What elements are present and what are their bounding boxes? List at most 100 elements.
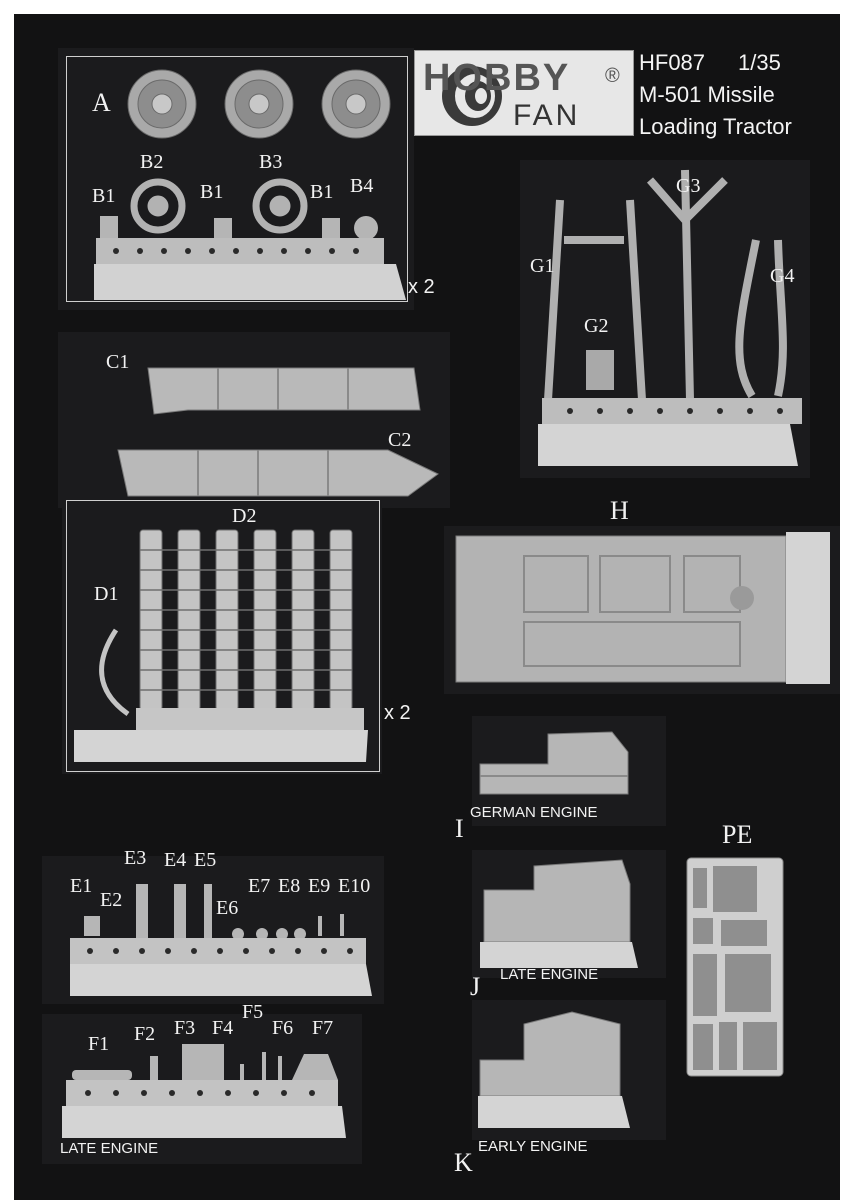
label-g4: G4 xyxy=(770,265,795,287)
part-g4-rail xyxy=(735,239,787,399)
track-links xyxy=(139,529,353,711)
caption-german-engine: GERMAN ENGINE xyxy=(470,804,598,821)
logo: HOBBY ® FAN xyxy=(414,50,634,136)
sprue-f-base xyxy=(62,1106,346,1138)
sprocket-b3 xyxy=(252,178,308,234)
part-b4 xyxy=(354,216,378,240)
label-e7: E7 xyxy=(248,875,271,897)
sprue-d-drawing xyxy=(74,529,368,762)
part-g1-frame xyxy=(544,199,646,401)
sprue-ab-drawing xyxy=(94,69,406,300)
f-parts xyxy=(72,1044,338,1080)
label-a: A xyxy=(92,88,111,117)
sprue-bar xyxy=(96,238,384,264)
label-d1: D1 xyxy=(94,583,119,605)
track-link-segments xyxy=(140,549,352,691)
label-b1-mid: B1 xyxy=(200,181,224,203)
pe-grilles xyxy=(693,866,777,1070)
label-e6: E6 xyxy=(216,897,239,919)
label-e4: E4 xyxy=(164,849,187,871)
sprue-e-drawing xyxy=(70,884,372,996)
label-pe: PE xyxy=(722,820,753,849)
multiplier-ab-text: x 2 xyxy=(408,276,435,298)
label-b1-right: B1 xyxy=(310,181,334,203)
kit-code: HF087 xyxy=(639,50,706,75)
label-f6: F6 xyxy=(272,1017,294,1039)
label-h: H xyxy=(610,496,629,525)
label-e8: E8 xyxy=(278,875,301,897)
logo-word-hobby: HOBBY xyxy=(423,57,571,99)
sprue-e-base xyxy=(70,964,372,996)
label-e2: E2 xyxy=(100,889,123,911)
instruction-sheet: HOBBY ® FAN HF087 1/35 M-501 Missile Loa… xyxy=(14,14,840,1200)
label-f3: F3 xyxy=(174,1017,196,1039)
sprue-f-drawing xyxy=(62,1044,346,1138)
hull-plate xyxy=(455,535,787,683)
label-c1: C1 xyxy=(106,351,130,373)
label-e1: E1 xyxy=(70,875,93,897)
part-b1-left xyxy=(100,216,118,238)
pe-fret-drawing xyxy=(686,857,784,1077)
caption-late-engine-j: LATE ENGINE xyxy=(500,966,599,983)
label-g2: G2 xyxy=(584,315,609,337)
sprue-d-base xyxy=(74,730,368,762)
engine-deck-late xyxy=(483,859,631,943)
label-e5: E5 xyxy=(194,849,217,871)
sprue-c-drawing xyxy=(117,367,439,497)
engine-deck-german xyxy=(479,731,629,795)
caption-early-engine: EARLY ENGINE xyxy=(478,1138,588,1155)
label-i: I xyxy=(455,814,464,843)
road-wheel-a3 xyxy=(321,69,391,139)
label-f7: F7 xyxy=(312,1017,334,1039)
hull-sprue-end xyxy=(786,532,830,684)
part-c2 xyxy=(117,449,439,497)
engine-deck-early-base xyxy=(478,1096,630,1128)
kit-title-line1: M-501 Missile xyxy=(639,82,775,107)
label-j: J xyxy=(470,972,481,1001)
part-j-drawing xyxy=(480,859,638,968)
label-f5: F5 xyxy=(242,1001,264,1023)
label-b3: B3 xyxy=(259,151,283,173)
label-f4: F4 xyxy=(212,1017,234,1039)
label-f1: F1 xyxy=(88,1033,110,1055)
part-c1 xyxy=(147,367,421,415)
label-f2: F2 xyxy=(134,1023,156,1045)
multiplier-d: x 2 xyxy=(384,694,411,726)
part-i-drawing xyxy=(479,731,629,795)
label-b4: B4 xyxy=(350,175,374,197)
kit-title-line2: Loading Tractor xyxy=(639,114,792,139)
caption-late-engine-f: LATE ENGINE xyxy=(60,1140,159,1157)
kit-scale: 1/35 xyxy=(738,50,781,75)
part-g2 xyxy=(586,350,614,390)
hull-hatch xyxy=(730,586,754,610)
label-g3: G3 xyxy=(676,175,701,197)
label-e10: E10 xyxy=(338,875,371,897)
sprue-g-base xyxy=(538,424,798,466)
multiplier-d-text: x 2 xyxy=(384,702,411,724)
part-d1 xyxy=(99,628,130,717)
sprue-ab-frame xyxy=(66,56,408,302)
label-e3: E3 xyxy=(124,847,147,869)
road-wheel-a1 xyxy=(127,69,197,139)
label-e9: E9 xyxy=(308,875,331,897)
label-k: K xyxy=(454,1148,473,1177)
logo-word-fan: FAN xyxy=(513,99,581,132)
road-wheel-a2 xyxy=(224,69,294,139)
label-d2: D2 xyxy=(232,505,257,527)
e-parts xyxy=(84,884,344,940)
part-b1-right xyxy=(322,218,340,238)
part-b1-mid xyxy=(214,218,232,238)
logo-swirl-icon xyxy=(442,66,502,126)
part-h-drawing xyxy=(455,532,830,684)
sprue-d-frame xyxy=(66,500,380,772)
sprue-base xyxy=(94,264,406,300)
engine-deck-late-base xyxy=(480,942,638,968)
part-g3-stand xyxy=(646,169,728,401)
multiplier-ab: x 2 xyxy=(408,268,435,300)
label-g1: G1 xyxy=(530,255,555,277)
sprue-d-bar xyxy=(136,708,364,730)
sprue-g-bar xyxy=(542,398,802,424)
engine-deck-early xyxy=(479,1011,621,1097)
label-b2: B2 xyxy=(140,151,164,173)
sprocket-b2 xyxy=(130,178,186,234)
